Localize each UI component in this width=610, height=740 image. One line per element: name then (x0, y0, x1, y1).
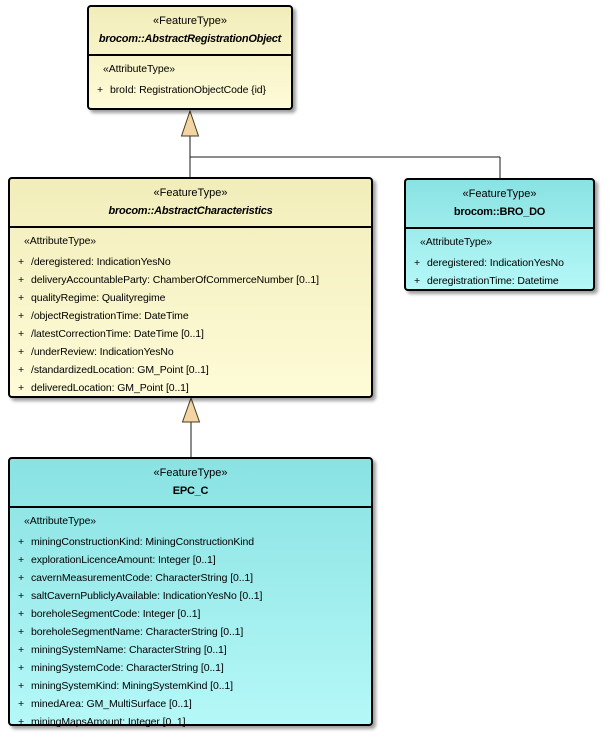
attribute-row: + cavernMeasurementCode: CharacterString… (10, 569, 369, 587)
attribute-signature: boreholeSegmentName: CharacterString [0.… (31, 626, 244, 638)
visibility-plus: + (18, 662, 25, 674)
attribute-signature: miningSystemName: CharacterString [0..1] (31, 644, 227, 656)
class-name: brocom::AbstractRegistrationObject (98, 33, 282, 45)
attribute-signature: /objectRegistrationTime: DateTime (31, 310, 189, 322)
generalization-arrow-icon[interactable] (181, 396, 201, 423)
visibility-plus: + (18, 310, 25, 322)
visibility-plus: + (18, 328, 25, 340)
class-box-abstract-characteristics[interactable]: «FeatureType» brocom::AbstractCharacteri… (8, 177, 373, 398)
class-box-abstract-registration-object[interactable]: «FeatureType» brocom::AbstractRegistrati… (87, 5, 293, 110)
attribute-signature: qualityRegime: Qualityregime (31, 292, 166, 304)
class-stereotype: «FeatureType» (153, 467, 228, 479)
visibility-plus: + (18, 680, 25, 692)
attribute-row: + /underReview: IndicationYesNo (10, 343, 369, 361)
generalization-arrow-icon[interactable] (180, 109, 200, 137)
class-box-bro-do[interactable]: «FeatureType» brocom::BRO_DO «AttributeT… (404, 178, 595, 291)
attribute-signature: minedArea: GM_MultiSurface [0..1] (31, 698, 192, 710)
attribute-row: + miningMapsAmount: Integer [0..1] (10, 713, 369, 731)
attribute-type-label: «AttributeType» (103, 63, 176, 75)
visibility-plus: + (18, 590, 25, 602)
attribute-row: + miningConstructionKind: MiningConstruc… (10, 533, 369, 551)
attribute-row: + boreholeSegmentCode: Integer [0..1] (10, 605, 369, 623)
attribute-row: + deregistered: IndicationYesNo (406, 254, 591, 272)
attribute-signature: deregistered: IndicationYesNo (427, 257, 564, 269)
attribute-row: + /objectRegistrationTime: DateTime (10, 307, 369, 325)
class-box-epc-c[interactable]: «FeatureType» EPC_C «AttributeType» + mi… (8, 457, 373, 728)
attribute-signature: deliveryAccountableParty: ChamberOfComme… (31, 274, 319, 286)
visibility-plus: + (18, 644, 25, 656)
visibility-plus: + (414, 257, 421, 269)
attribute-signature: miningMapsAmount: Integer [0..1] (31, 716, 186, 728)
attribute-row: + boreholeSegmentName: CharacterString [… (10, 623, 369, 641)
attribute-row: + deregistrationTime: Datetime (406, 272, 591, 290)
visibility-plus: + (18, 608, 25, 620)
visibility-plus: + (18, 626, 25, 638)
attribute-signature: /standardizedLocation: GM_Point [0..1] (31, 364, 209, 376)
attribute-signature: deliveredLocation: GM_Point [0..1] (31, 382, 189, 394)
class-stereotype: «FeatureType» (153, 15, 227, 27)
attribute-row: + minedArea: GM_MultiSurface [0..1] (10, 695, 369, 713)
attribute-type-label: «AttributeType» (24, 515, 97, 527)
attribute-row: + explorationLicenceAmount: Integer [0..… (10, 551, 369, 569)
visibility-plus: + (18, 536, 25, 548)
attribute-signature: cavernMeasurementCode: CharacterString [… (31, 572, 253, 584)
visibility-plus: + (18, 554, 25, 566)
attribute-row: + deliveredLocation: GM_Point [0..1] (10, 379, 369, 397)
attribute-signature: boreholeSegmentCode: Integer [0..1] (31, 608, 201, 620)
visibility-plus: + (18, 716, 25, 728)
attribute-row: + /standardizedLocation: GM_Point [0..1] (10, 361, 369, 379)
attribute-row: + miningSystemCode: CharacterString [0..… (10, 659, 369, 677)
class-attribute-compartment: «AttributeType» + miningConstructionKind… (10, 508, 371, 733)
attribute-signature: saltCavernPubliclyAvailable: IndicationY… (31, 590, 263, 602)
attribute-signature: miningConstructionKind: MiningConstructi… (31, 536, 255, 548)
visibility-plus: + (18, 256, 25, 268)
class-title-compartment: «FeatureType» brocom::AbstractRegistrati… (89, 7, 291, 56)
attribute-signature: /underReview: IndicationYesNo (31, 346, 174, 358)
attribute-list: + /deregistered: IndicationYesNo + deliv… (10, 253, 369, 397)
visibility-plus: + (18, 274, 25, 286)
class-title-compartment: «FeatureType» brocom::BRO_DO (406, 180, 593, 229)
attribute-signature: miningSystemKind: MiningSystemKind [0..1… (31, 680, 233, 692)
visibility-plus: + (18, 698, 25, 710)
attribute-type-label: «AttributeType» (24, 235, 97, 247)
attribute-row: + /deregistered: IndicationYesNo (10, 253, 369, 271)
attribute-list: + miningConstructionKind: MiningConstruc… (10, 533, 369, 731)
class-title-compartment: «FeatureType» brocom::AbstractCharacteri… (10, 179, 371, 228)
class-attribute-compartment: «AttributeType» + deregistered: Indicati… (406, 229, 593, 292)
visibility-plus: + (18, 346, 25, 358)
attribute-row: + saltCavernPubliclyAvailable: Indicatio… (10, 587, 369, 605)
attribute-signature: miningSystemCode: CharacterString [0..1] (31, 662, 224, 674)
attribute-row: + broId: RegistrationObjectCode {id} (89, 81, 289, 99)
visibility-plus: + (18, 292, 25, 304)
attribute-list: + broId: RegistrationObjectCode {id} (89, 81, 289, 99)
attribute-row: + /latestCorrectionTime: DateTime [0..1] (10, 325, 369, 343)
visibility-plus: + (18, 364, 25, 376)
class-stereotype: «FeatureType» (153, 187, 228, 199)
attribute-signature: explorationLicenceAmount: Integer [0..1] (31, 554, 216, 566)
class-name: EPC_C (172, 485, 209, 497)
visibility-plus: + (414, 275, 421, 287)
attribute-type-label: «AttributeType» (420, 236, 493, 248)
attribute-list: + deregistered: IndicationYesNo + deregi… (406, 254, 591, 290)
class-attribute-compartment: «AttributeType» + /deregistered: Indicat… (10, 228, 371, 399)
attribute-row: + deliveryAccountableParty: ChamberOfCom… (10, 271, 369, 289)
attribute-row: + qualityRegime: Qualityregime (10, 289, 369, 307)
class-name: brocom::AbstractCharacteristics (108, 205, 273, 217)
visibility-plus: + (18, 382, 25, 394)
attribute-row: + miningSystemName: CharacterString [0..… (10, 641, 369, 659)
visibility-plus: + (97, 84, 104, 96)
class-name: brocom::BRO_DO (453, 206, 546, 218)
class-stereotype: «FeatureType» (462, 188, 537, 200)
attribute-row: + miningSystemKind: MiningSystemKind [0.… (10, 677, 369, 695)
attribute-signature: deregistrationTime: Datetime (427, 275, 559, 287)
attribute-signature: /deregistered: IndicationYesNo (31, 256, 171, 268)
class-attribute-compartment: «AttributeType» + broId: RegistrationObj… (89, 56, 291, 101)
class-title-compartment: «FeatureType» EPC_C (10, 459, 371, 508)
attribute-signature: /latestCorrectionTime: DateTime [0..1] (31, 328, 204, 340)
visibility-plus: + (18, 572, 25, 584)
attribute-signature: broId: RegistrationObjectCode {id} (110, 84, 266, 96)
